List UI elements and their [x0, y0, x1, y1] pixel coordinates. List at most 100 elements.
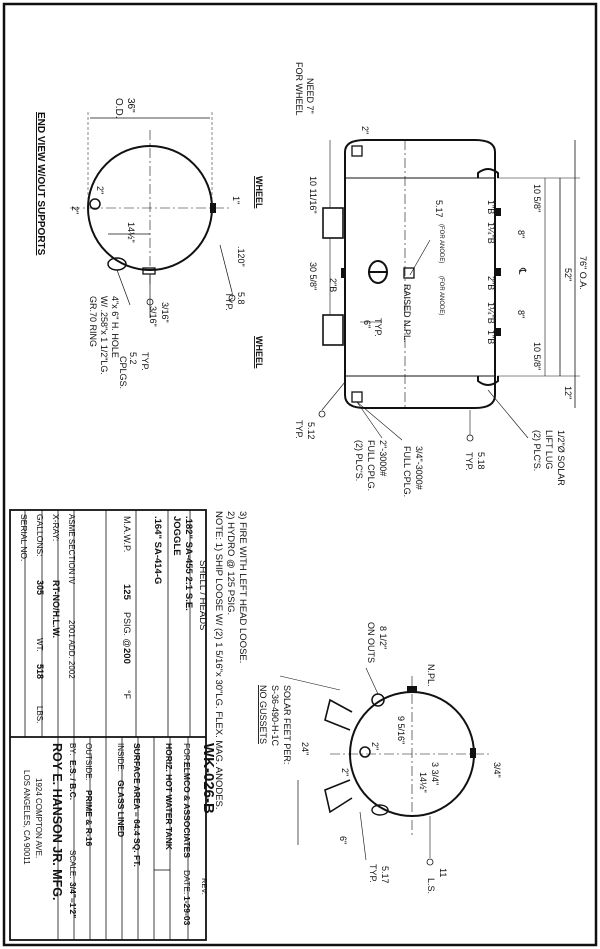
- svg-text:W/ .258"x 1 1/2"LG.: W/ .258"x 1 1/2"LG.: [99, 296, 109, 375]
- svg-text:NEED 7": NEED 7": [305, 78, 315, 114]
- svg-text:X-RAY:: X-RAY:: [51, 514, 61, 541]
- title-block: SHELL / HEADS .182" SA-455 2:1 S.E. JOGG…: [9, 509, 217, 941]
- svg-text:S-36-490-H-1C: S-36-490-H-1C: [270, 685, 280, 747]
- svg-text:SERIAL NO.: SERIAL NO.: [19, 514, 29, 561]
- svg-text:FULL CPLG.: FULL CPLG.: [402, 446, 412, 497]
- raised-npl: [403, 267, 415, 279]
- svg-text:8": 8": [516, 230, 526, 238]
- mawp-value: 125: [121, 584, 132, 601]
- svg-text:RAISED N.PL.: RAISED N.PL.: [402, 284, 412, 343]
- svg-text:52": 52": [563, 268, 573, 281]
- note-3: NOTE: 1) SHIP LOOSE W/ (2) 1 5/16"x 30"L…: [213, 511, 224, 810]
- svg-text:2"-3000#: 2"-3000#: [378, 440, 388, 476]
- wheel-bottom: [322, 314, 344, 346]
- tank-description: HORIZ. HOT WATER TANK: [164, 743, 174, 851]
- svg-text:5.8: 5.8: [236, 292, 246, 305]
- svg-text:SCALE:: SCALE:: [68, 850, 77, 878]
- svg-text:CPLGS.: CPLGS.: [118, 356, 128, 389]
- wheel-top: [322, 207, 344, 239]
- svg-text:OUTSIDE:: OUTSIDE:: [84, 743, 93, 781]
- svg-text:TYP.: TYP.: [224, 292, 234, 311]
- shell-heads-header: SHELL / HEADS: [197, 560, 208, 630]
- svg-text:3/16": 3/16": [148, 306, 158, 327]
- svg-text:FOR:: FOR:: [182, 743, 192, 763]
- svg-text:2001 ADD. 2002: 2001 ADD. 2002: [67, 620, 76, 679]
- svg-text:(FOR ANODE): (FOR ANODE): [438, 276, 444, 315]
- spec-shell: .182" SA-455 2:1 S.E.: [183, 516, 194, 611]
- svg-text:2"B: 2"B: [486, 276, 496, 290]
- svg-text:(FOR ANODE): (FOR ANODE): [438, 224, 444, 263]
- svg-text:1¼"B: 1¼"B: [486, 302, 496, 324]
- svg-text:(2) PLC'S.: (2) PLC'S.: [532, 430, 542, 471]
- svg-text:5.17: 5.17: [434, 200, 444, 218]
- svg-text:8 1/2": 8 1/2": [378, 626, 388, 649]
- client-name: ELMCO & ASSOCIATES: [182, 762, 192, 858]
- svg-text:10 5/8": 10 5/8": [532, 184, 542, 212]
- svg-text:FULL CPLG.: FULL CPLG.: [366, 440, 376, 491]
- svg-text:NO GUSSETS: NO GUSSETS: [258, 685, 268, 744]
- svg-text:2": 2": [370, 742, 380, 750]
- svg-text:5.17: 5.17: [380, 866, 390, 884]
- svg-text:3/4": 3/4": [492, 762, 502, 778]
- svg-text:10 5/8": 10 5/8": [532, 342, 542, 370]
- svg-text:12": 12": [563, 386, 573, 399]
- lift-lug-bottom: [477, 376, 499, 386]
- svg-text:E.S. / B.C.: E.S. / B.C.: [68, 760, 78, 800]
- general-notes: 3) FIRE WITH LEFT HEAD LOOSE. 2) HYDRO @…: [213, 511, 248, 810]
- svg-text:1¼"B: 1¼"B: [486, 222, 496, 244]
- note-2: 2) HYDRO @ 125 PSIG.: [225, 511, 236, 615]
- svg-text:1"B: 1"B: [486, 200, 496, 214]
- end-view-coupling-bottom: [142, 267, 156, 275]
- svg-text:5.12: 5.12: [306, 422, 316, 440]
- svg-text:DATE:: DATE:: [182, 870, 192, 894]
- svg-text:14½": 14½": [126, 222, 136, 243]
- svg-text:10 11/16": 10 11/16": [308, 176, 318, 214]
- svg-text:FOR WHEEL: FOR WHEEL: [294, 62, 304, 116]
- svg-text:24": 24": [300, 742, 310, 755]
- spec-heads: .164" SA-414-G: [152, 516, 163, 584]
- side-view: NEED 7" FOR WHEEL WHEEL WHEEL 2" 10 11/1…: [254, 62, 588, 497]
- svg-text:.120": .120": [236, 246, 246, 267]
- svg-text:WHEEL: WHEEL: [254, 176, 264, 209]
- svg-text:1924 COMPTON AVE.: 1924 COMPTON AVE.: [34, 778, 43, 858]
- svg-text:14½": 14½": [418, 772, 428, 793]
- svg-text:BY:: BY:: [68, 743, 77, 755]
- svg-text:LBS.: LBS.: [35, 706, 44, 723]
- svg-text:GLASS LINED: GLASS LINED: [116, 780, 126, 837]
- surface-area: SURFACE AREA = 64.4 SQ. FT.: [132, 743, 142, 867]
- svg-text:M.A.W.P.: M.A.W.P.: [122, 516, 132, 552]
- end-view-od-label: O.D.: [113, 98, 124, 119]
- svg-text:INSIDE:: INSIDE:: [116, 743, 125, 772]
- svg-text:PSIG. @: PSIG. @: [122, 612, 132, 648]
- lift-lug-top: [477, 168, 499, 178]
- drawing-date: 1-29-03: [182, 896, 192, 926]
- end-view-od: 36": [125, 98, 136, 113]
- svg-text:2": 2": [340, 768, 350, 776]
- company-name: ROY E. HANSON JR. MFG.: [50, 743, 64, 900]
- svg-text:30 5/8": 30 5/8": [308, 262, 318, 290]
- end-view-npl: [210, 203, 216, 213]
- svg-text:LOS ANGELES, CA 90011: LOS ANGELES, CA 90011: [22, 770, 31, 865]
- svg-text:WT.: WT.: [35, 638, 44, 652]
- svg-text:PRIME & R-16: PRIME & R-16: [84, 790, 94, 846]
- svg-text:ASME SECTION IV: ASME SECTION IV: [67, 514, 76, 585]
- svg-text:SOLAR FEET PER:: SOLAR FEET PER:: [282, 685, 292, 764]
- svg-text:TYP.: TYP.: [464, 452, 474, 471]
- note-1: 3) FIRE WITH LEFT HEAD LOOSE.: [237, 511, 248, 663]
- svg-text:(2) PLC'S.: (2) PLC'S.: [354, 440, 364, 481]
- svg-text:TYP.: TYP.: [140, 352, 150, 371]
- svg-text:5.2: 5.2: [128, 352, 138, 365]
- svg-text:3/4"-3000#: 3/4"-3000#: [414, 446, 424, 490]
- svg-text:1": 1": [231, 196, 241, 204]
- svg-text:8": 8": [516, 310, 526, 318]
- end-view: 36" O.D. 2" 2" 1" 14½" .120" 5.8 TYP. 3/…: [35, 98, 246, 389]
- end-view-coupling: [89, 198, 101, 210]
- drawing-number: WK-026-B: [200, 743, 217, 814]
- svg-text:LIFT LUG: LIFT LUG: [544, 430, 554, 469]
- svg-text:TYP.: TYP.: [373, 318, 383, 337]
- svg-text:°F: °F: [122, 690, 132, 700]
- svg-text:REV.: REV.: [200, 878, 209, 895]
- svg-text:1/2"Ø SOLAR: 1/2"Ø SOLAR: [556, 430, 566, 486]
